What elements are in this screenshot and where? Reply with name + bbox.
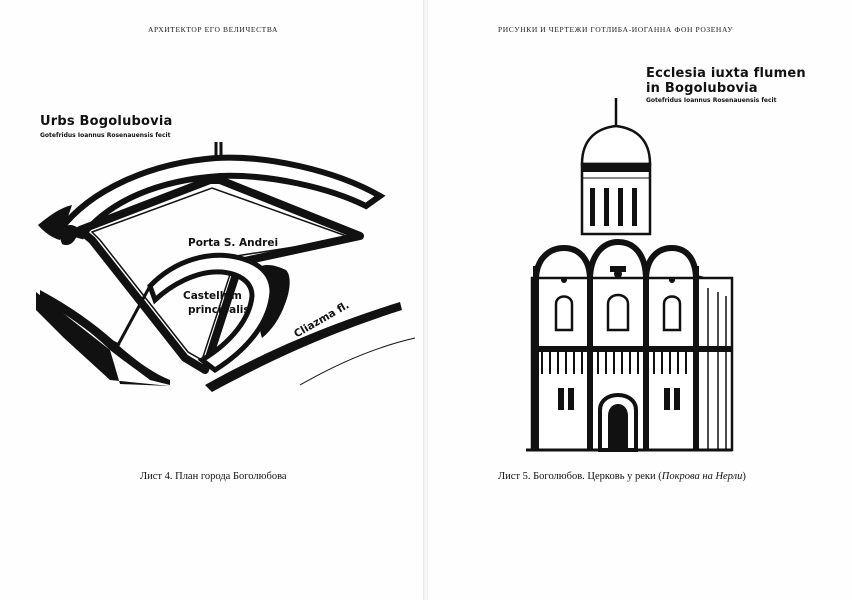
river-left bbox=[38, 205, 72, 240]
apse-side bbox=[707, 288, 727, 450]
gate-label: Porta S. Andrei bbox=[188, 237, 279, 249]
running-head-left: Архитектор его величества bbox=[148, 25, 278, 34]
drawing-title-line1: Ecclesia iuxta flumen bbox=[646, 66, 806, 81]
map-title: Urbs Bogolubovia bbox=[40, 114, 173, 129]
relief-ornaments bbox=[561, 266, 675, 283]
upper-windows bbox=[554, 293, 682, 332]
caption-right-italic: Покрова на Нерли bbox=[661, 471, 743, 482]
drum-windows bbox=[590, 188, 637, 226]
book-gutter bbox=[423, 0, 429, 600]
castle-label-line1: Castellum bbox=[183, 290, 242, 302]
right-page: Рисунки и чертежи Готлиба-Иоганна фон Ро… bbox=[428, 0, 852, 600]
city-plan-map bbox=[36, 142, 416, 392]
river-right bbox=[205, 302, 402, 392]
castle-walls bbox=[147, 252, 275, 374]
facade-arches bbox=[533, 238, 699, 281]
castle-label-line2: principalis bbox=[188, 304, 250, 316]
map-subtitle: Gotefridus Ioannus Rosenauensis fecit bbox=[40, 132, 171, 139]
arcature-belt bbox=[541, 352, 687, 374]
river-bottom-left bbox=[40, 290, 170, 385]
caption-right: Лист 5. Боголюбов. Церковь у реки (Покро… bbox=[498, 471, 746, 482]
running-head-right: Рисунки и чертежи Готлиба-Иоганна фон Ро… bbox=[498, 25, 734, 34]
church-elevation bbox=[526, 98, 734, 452]
lower-windows bbox=[558, 388, 680, 410]
dome bbox=[580, 124, 652, 166]
caption-right-main: Лист 5. Боголюбов. Церковь у реки ( bbox=[498, 471, 662, 482]
outer-wall bbox=[54, 154, 386, 240]
left-page: Архитектор его величества Urbs Bogolubov… bbox=[0, 0, 424, 600]
drawing-title-line2: in Bogolubovia bbox=[646, 81, 758, 96]
fortress-outline bbox=[76, 176, 364, 374]
drawing-subtitle: Gotefridus Ioannus Rosenauensis fecit bbox=[646, 97, 777, 104]
caption-right-end: ) bbox=[742, 471, 746, 482]
caption-left: Лист 4. План города Боголюбова bbox=[140, 471, 287, 482]
